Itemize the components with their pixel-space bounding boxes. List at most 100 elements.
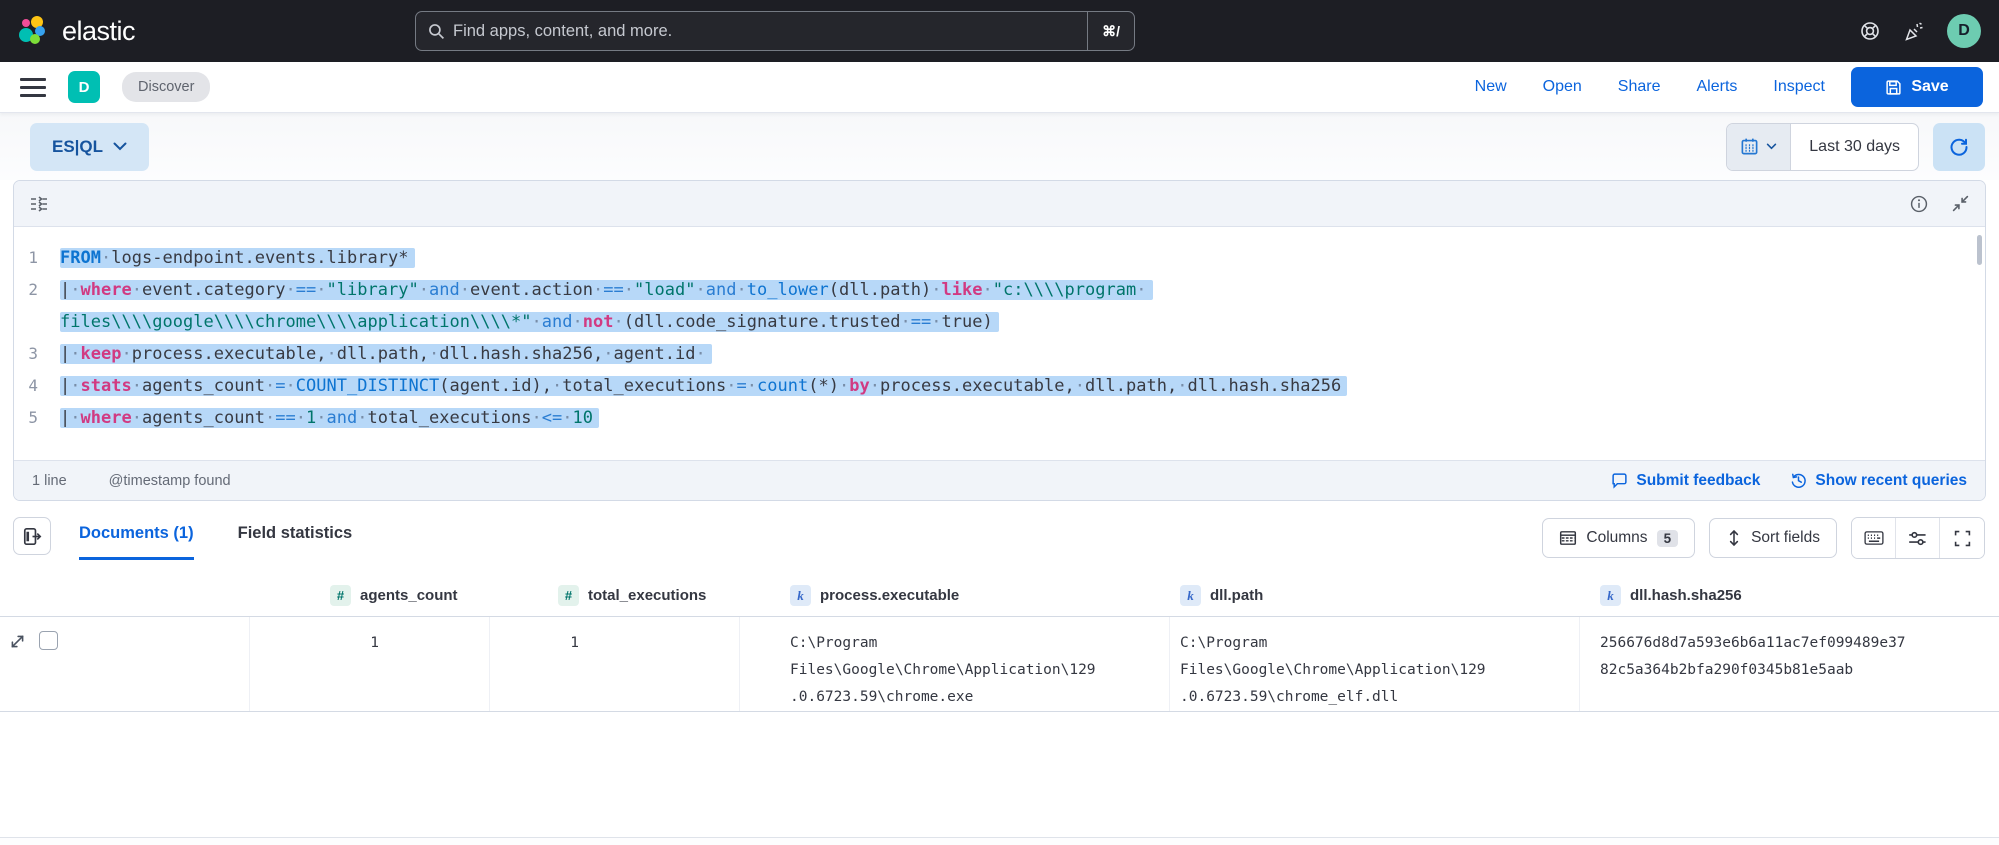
columns-label: Columns bbox=[1586, 529, 1648, 546]
toggle-sidebar-button[interactable] bbox=[13, 517, 51, 555]
page-bottom-divider bbox=[0, 837, 1999, 845]
user-menu-button[interactable]: D bbox=[1947, 14, 1981, 48]
elastic-brand[interactable]: elastic bbox=[18, 15, 136, 47]
shrink-icon bbox=[1952, 195, 1969, 212]
link-inspect[interactable]: Inspect bbox=[1773, 78, 1825, 95]
timestamp-note: @timestamp found bbox=[108, 472, 231, 489]
esql-editor[interactable]: 1 FROM·logs-endpoint.events.library* 2|·wh… bbox=[13, 180, 1986, 501]
save-icon bbox=[1885, 79, 1902, 96]
code-line-2[interactable]: 2|·where·event.category·==·"library"·and… bbox=[14, 274, 1985, 306]
code-line-1[interactable]: 1 FROM·logs-endpoint.events.library* bbox=[14, 242, 1985, 274]
number-field-icon: # bbox=[558, 585, 579, 606]
calendar-icon bbox=[1740, 137, 1759, 156]
party-popper-icon bbox=[1903, 20, 1925, 42]
cell-dll-path[interactable]: C:\Program Files\Google\Chrome\Applicati… bbox=[1170, 617, 1580, 711]
cell-process-executable[interactable]: C:\Program Files\Google\Chrome\Applicati… bbox=[740, 617, 1170, 711]
selection-highlight: |·stats·agents_count·=·COUNT_DISTINCT(ag… bbox=[60, 376, 1348, 396]
link-alerts[interactable]: Alerts bbox=[1696, 78, 1738, 95]
process-executable-value: C:\Program Files\Google\Chrome\Applicati… bbox=[790, 635, 1096, 705]
line-number: 1 bbox=[28, 248, 38, 267]
sort-fields-button[interactable]: Sort fields bbox=[1709, 518, 1837, 558]
refresh-icon bbox=[1949, 137, 1969, 157]
newsfeed-button[interactable] bbox=[1903, 20, 1925, 42]
save-button[interactable]: Save bbox=[1851, 67, 1983, 107]
menu-button[interactable] bbox=[20, 77, 46, 97]
table-row[interactable]: 1 1 C:\Program Files\Google\Chrome\Appli… bbox=[0, 617, 1999, 712]
fullscreen-button[interactable] bbox=[1940, 518, 1984, 558]
chevron-down-icon bbox=[1766, 143, 1777, 150]
code-line-4[interactable]: 4 |·stats·agents_count·=·COUNT_DISTINCT(a… bbox=[14, 370, 1985, 402]
keyword-field-icon: k bbox=[790, 585, 811, 606]
column-label: agents_count bbox=[360, 587, 458, 604]
column-header-dll-hash-sha256[interactable]: k dll.hash.sha256 bbox=[1580, 585, 1999, 606]
display-options-button[interactable] bbox=[1896, 518, 1940, 558]
help-button[interactable] bbox=[1859, 20, 1881, 42]
code-line-2-wrap[interactable]: files\\\\google\\\\chrome\\\\application… bbox=[14, 306, 1985, 338]
time-range-button[interactable]: Last 30 days bbox=[1809, 137, 1900, 155]
editor-info-button[interactable] bbox=[1910, 195, 1928, 213]
link-open[interactable]: Open bbox=[1542, 78, 1582, 95]
refresh-query-button[interactable] bbox=[1933, 122, 1985, 171]
line-number: 4 bbox=[28, 376, 38, 395]
space-badge[interactable]: D bbox=[68, 71, 100, 103]
chevron-down-icon bbox=[113, 142, 127, 151]
keyword-field-icon: k bbox=[1600, 585, 1621, 606]
global-header: elastic ⌘/ bbox=[0, 0, 1999, 62]
sort-updown-icon bbox=[1726, 529, 1742, 547]
feedback-bubble-icon bbox=[1611, 472, 1628, 489]
selection-highlight: |·keep·process.executable,·dll.path,·dll… bbox=[60, 344, 712, 364]
tab-documents[interactable]: Documents (1) bbox=[79, 524, 194, 560]
line-count: 1 line bbox=[32, 472, 67, 489]
code-line-5[interactable]: 5|·where·agents_count·==·1·and·total_exe… bbox=[14, 402, 1985, 434]
panel-arrow-icon bbox=[23, 527, 42, 546]
dll-path-value: C:\Program Files\Google\Chrome\Applicati… bbox=[1180, 635, 1486, 705]
selection-highlight: FROM·logs-endpoint.events.library* bbox=[60, 248, 415, 268]
column-header-total_executions[interactable]: #total_executions bbox=[490, 585, 740, 606]
cell-total-executions[interactable]: 1 bbox=[490, 617, 740, 711]
date-picker-menu-button[interactable] bbox=[1727, 123, 1792, 170]
keyboard-shortcuts-button[interactable] bbox=[1852, 518, 1896, 558]
selection-highlight: |·where·event.category·==·"library"·and·… bbox=[60, 280, 1153, 300]
global-search[interactable]: ⌘/ bbox=[415, 11, 1135, 51]
search-input[interactable] bbox=[453, 21, 1088, 41]
column-label: dll.path bbox=[1210, 587, 1264, 604]
editor-header bbox=[14, 181, 1985, 227]
cell-dll-hash[interactable]: 256676d8d7a593e6b6a11ac7ef099489e3782c5a… bbox=[1580, 617, 1999, 711]
link-share[interactable]: Share bbox=[1617, 78, 1661, 95]
code-line-3[interactable]: 3 |·keep·process.executable,·dll.path,·dl… bbox=[14, 338, 1985, 370]
esql-language-button[interactable]: ES|QL bbox=[30, 122, 150, 171]
submit-feedback-link[interactable]: Submit feedback bbox=[1611, 472, 1760, 490]
columns-button[interactable]: Columns 5 bbox=[1542, 518, 1696, 558]
line-number: 3 bbox=[28, 344, 38, 363]
editor-code[interactable]: 1 FROM·logs-endpoint.events.library* 2|·wh… bbox=[14, 227, 1985, 460]
editor-lines-icon[interactable] bbox=[30, 195, 48, 212]
show-recent-queries-link[interactable]: Show recent queries bbox=[1790, 472, 1967, 490]
editor-scrollbar[interactable] bbox=[1977, 235, 1982, 265]
fullscreen-icon bbox=[1954, 530, 1971, 547]
cell-agents-count[interactable]: 1 bbox=[250, 617, 490, 711]
avatar: D bbox=[1947, 14, 1981, 48]
app-toolbar: D Discover New Open Share Alerts Inspect Sav… bbox=[0, 62, 1999, 113]
row-checkbox[interactable] bbox=[39, 631, 58, 650]
breadcrumb[interactable]: Discover bbox=[122, 72, 211, 102]
column-header-agents_count[interactable]: #agents_count bbox=[250, 585, 490, 606]
grid-options-group bbox=[1851, 517, 1985, 559]
editor-collapse-button[interactable] bbox=[1952, 195, 1969, 212]
results-section: Documents (1) Field statistics Columns 5 bbox=[0, 501, 1999, 712]
results-toolbar: Documents (1) Field statistics Columns 5 bbox=[0, 501, 1999, 577]
column-label: dll.hash.sha256 bbox=[1630, 587, 1742, 604]
search-shortcut-badge: ⌘/ bbox=[1087, 12, 1134, 50]
elastic-logo-icon bbox=[18, 15, 50, 47]
expand-document-button[interactable] bbox=[9, 633, 26, 650]
life-ring-icon bbox=[1859, 20, 1881, 42]
search-icon bbox=[416, 23, 453, 40]
tab-field-statistics[interactable]: Field statistics bbox=[237, 524, 353, 542]
link-new[interactable]: New bbox=[1474, 78, 1507, 95]
columns-table-icon bbox=[1559, 529, 1577, 547]
columns-count-badge: 5 bbox=[1656, 529, 1679, 547]
header-links: New Open Share Alerts Inspect bbox=[1475, 78, 1825, 96]
